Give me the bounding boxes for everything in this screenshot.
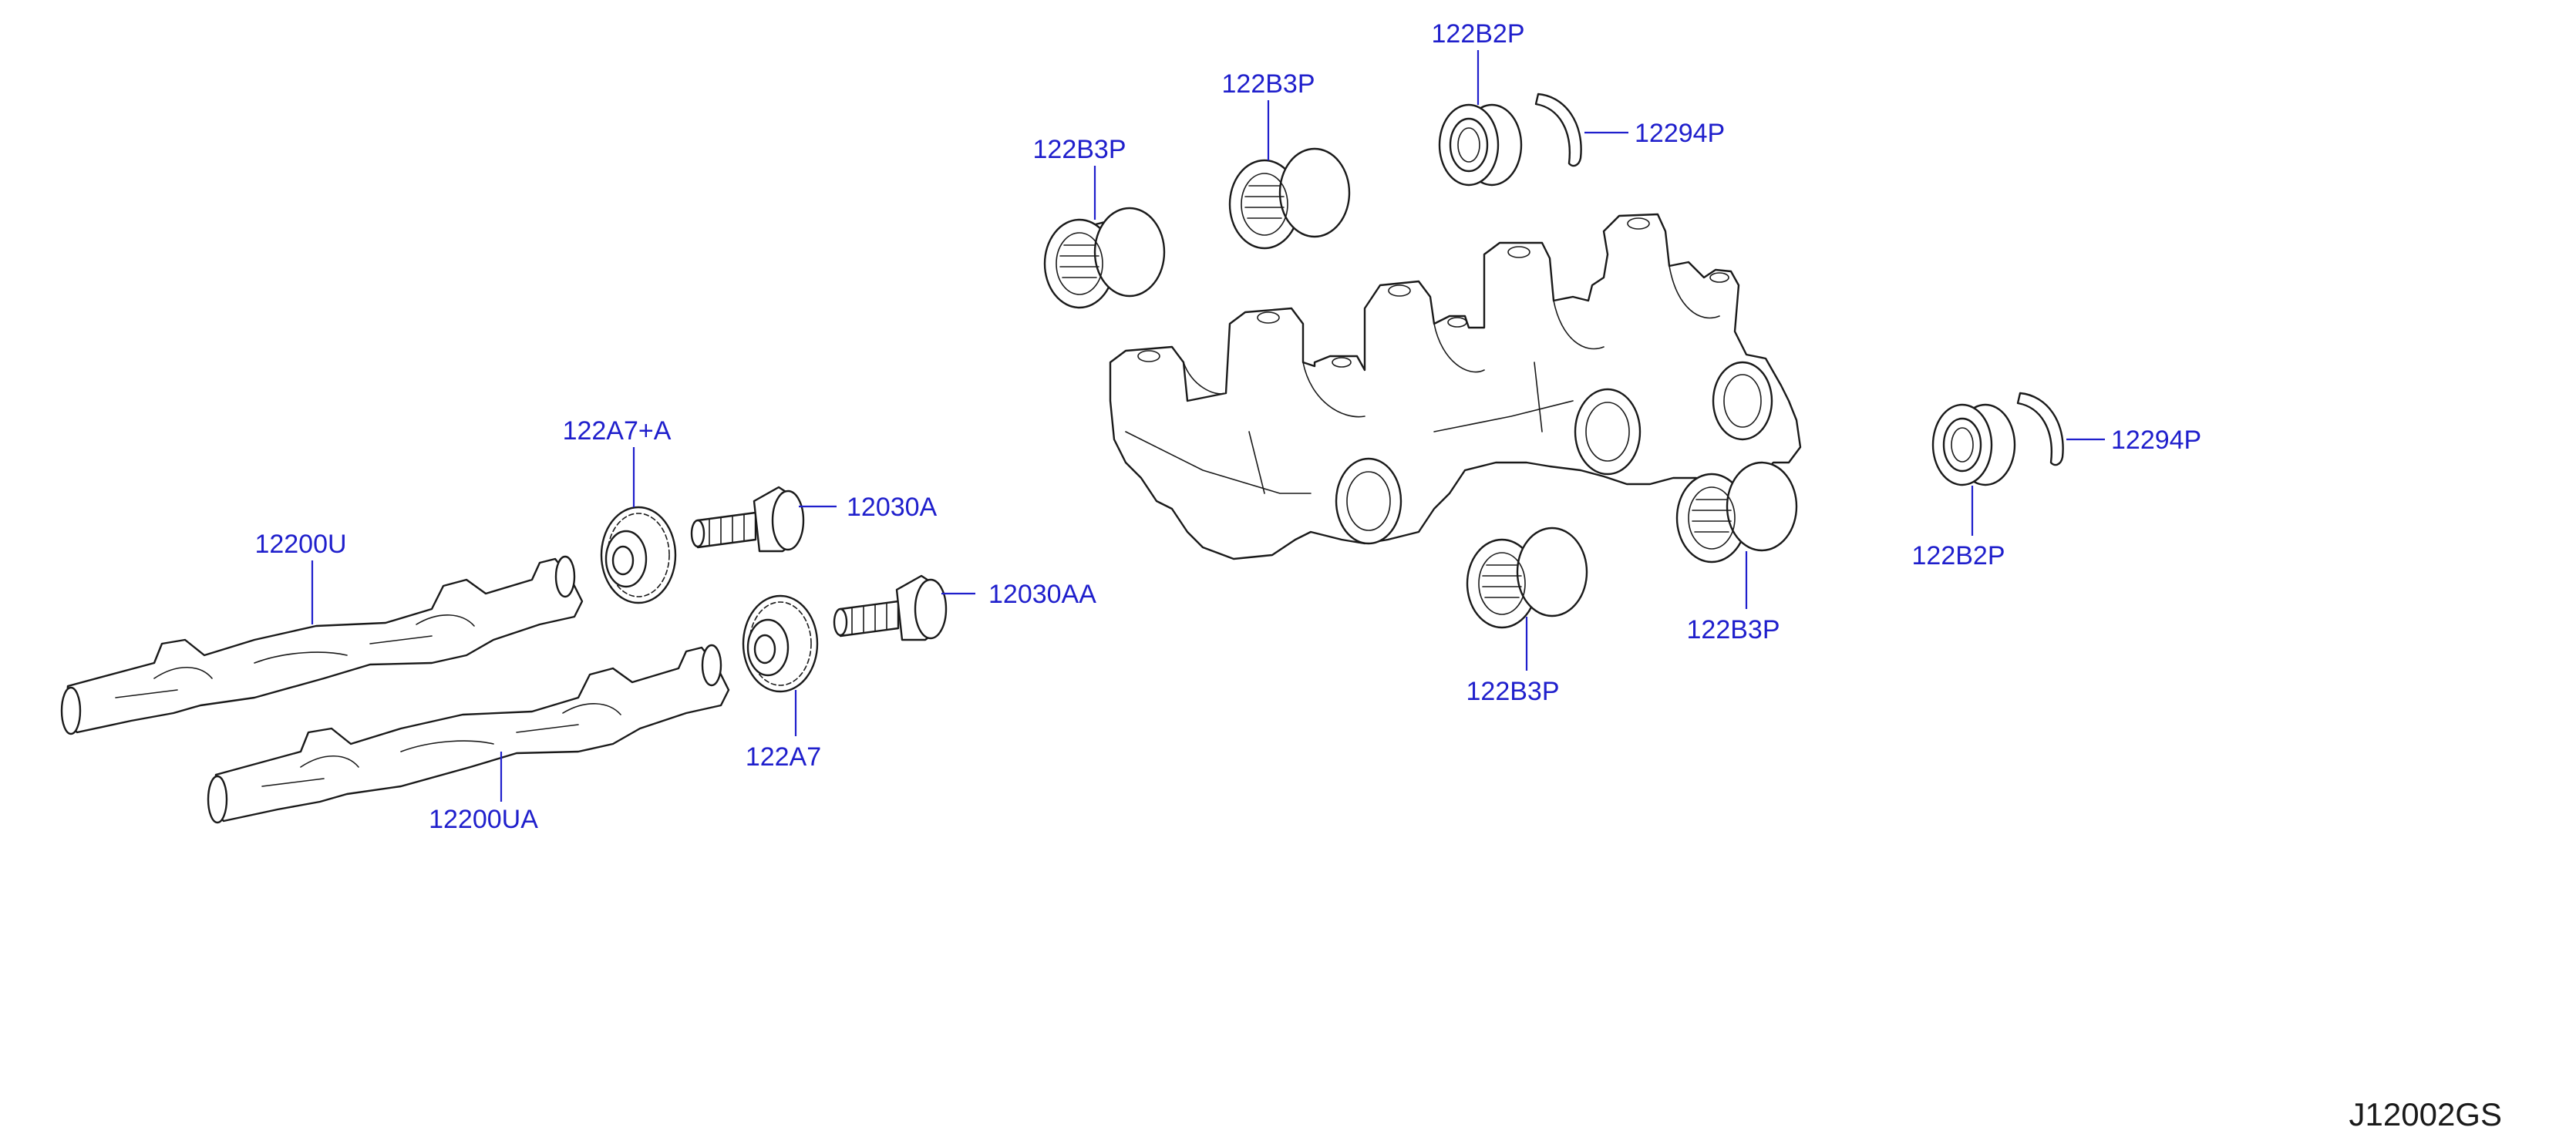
callout-c07-label[interactable]: 12200U [254, 530, 346, 559]
needle-bearing-3-drawing [1466, 527, 1588, 629]
ball-bearing-lower-drawing [1931, 403, 2016, 486]
diagram-id: J12002GS [2349, 1096, 2502, 1132]
gear-lower-drawing [742, 594, 819, 693]
callout-c11-label[interactable]: 12294P [2111, 426, 2201, 455]
callout-c14-label[interactable]: 122B3P [1466, 677, 1560, 706]
part-labels: 122B2P 122B3P 12294P 122B3P 122A7+A 1203… [254, 19, 2201, 834]
balancer-housing-drawing [1109, 213, 1802, 560]
callout-c06-label[interactable]: 12030A [847, 493, 938, 522]
callout-c04-label[interactable]: 122B3P [1033, 135, 1126, 164]
snap-ring-upper-drawing [1534, 93, 1582, 167]
callout-c09-label[interactable]: 122A7 [746, 742, 821, 772]
callout-c08-label[interactable]: 12030AA [988, 580, 1096, 609]
callout-c13-label[interactable]: 122B3P [1687, 615, 1780, 644]
balancer-shaft-lower-drawing [207, 644, 730, 824]
callout-c05-label[interactable]: 122A7+A [563, 416, 672, 446]
needle-bearing-1-drawing [1043, 207, 1166, 309]
bolt-upper-drawing [690, 486, 805, 553]
callout-c03-label[interactable]: 12294P [1635, 119, 1725, 148]
needle-bearing-4-drawing [1675, 461, 1798, 564]
needle-bearing-2-drawing [1228, 147, 1351, 250]
gear-upper-drawing [600, 506, 677, 604]
snap-ring-lower-drawing [2016, 392, 2064, 466]
leader-lines [311, 50, 2105, 802]
callout-c02-label[interactable]: 122B3P [1222, 69, 1315, 99]
callout-c01-label[interactable]: 122B2P [1432, 19, 1525, 49]
callout-c12-label[interactable]: 122B2P [1912, 541, 2005, 570]
bolt-lower-drawing [833, 574, 948, 641]
balancer-shaft-upper-drawing [60, 555, 584, 735]
callout-c10-label[interactable]: 12200UA [429, 805, 538, 834]
ball-bearing-upper-drawing [1438, 103, 1523, 187]
